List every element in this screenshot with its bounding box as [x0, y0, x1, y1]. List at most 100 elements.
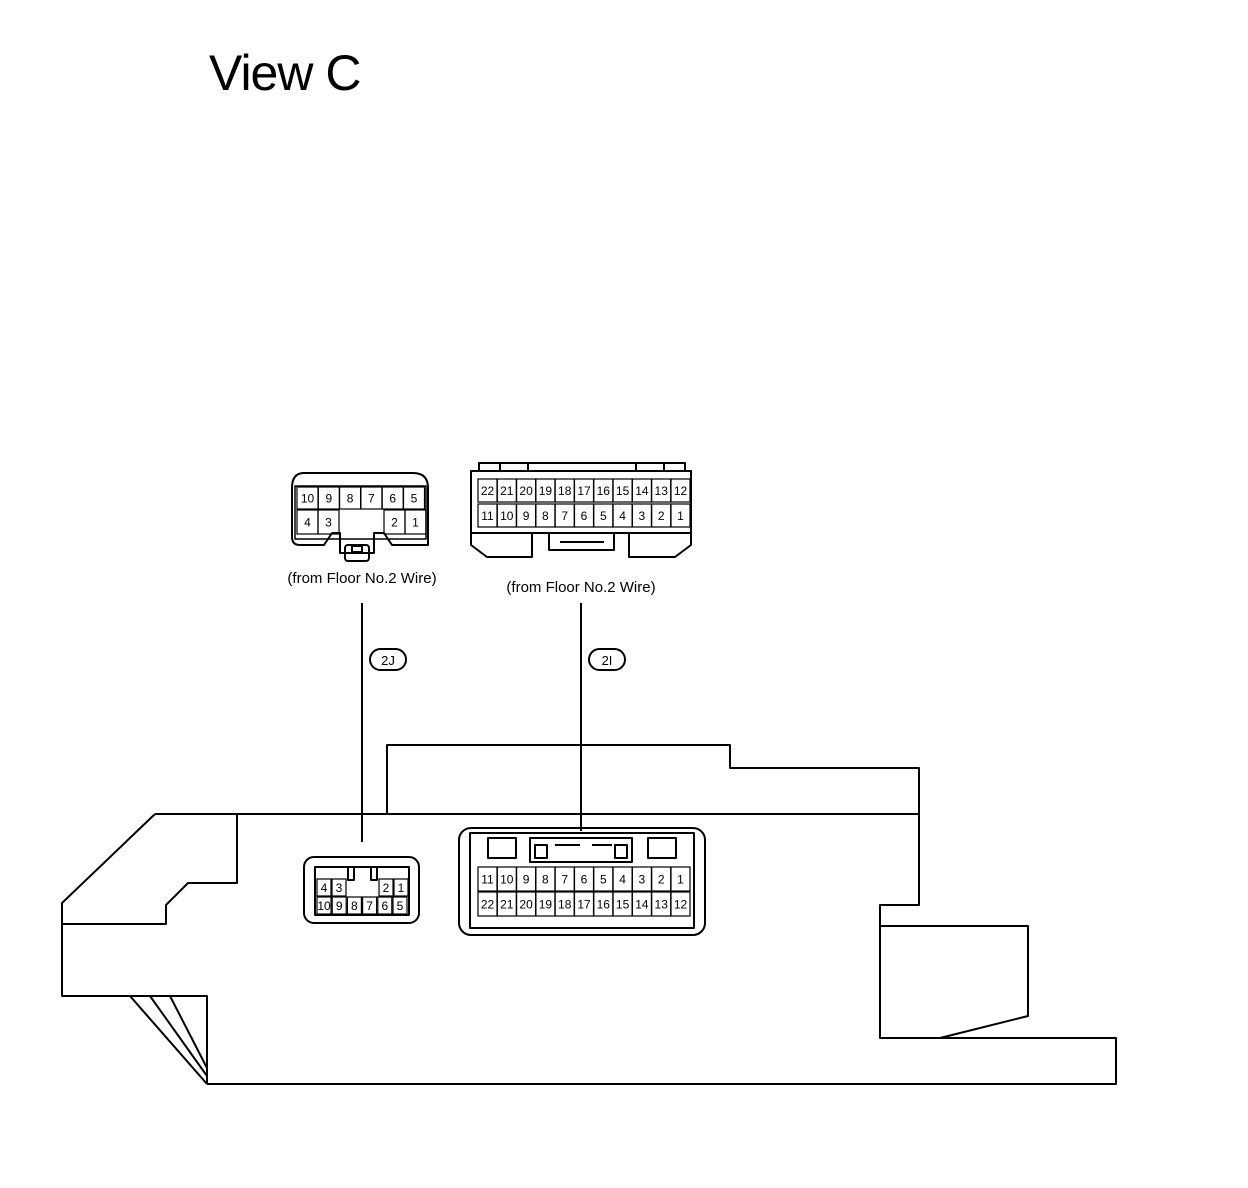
connector-2i-housing: [470, 462, 692, 558]
pin-number: 20: [519, 898, 533, 912]
pin-number: 21: [500, 898, 514, 912]
pin-number: 10: [500, 873, 514, 887]
pin-number: 7: [368, 492, 375, 506]
pin-number: 4: [321, 881, 328, 895]
pin-number: 16: [597, 484, 611, 498]
pin-number: 1: [677, 873, 684, 887]
pin-number: 4: [619, 873, 626, 887]
pin-number: 20: [519, 484, 533, 498]
pin-number: 19: [539, 898, 553, 912]
pin-number: 5: [600, 873, 607, 887]
pin-cell: [670, 866, 691, 892]
socket-2j-housing: [303, 856, 420, 924]
pin-number: 3: [639, 509, 646, 523]
connector-2i-top-pins: 22 21 20 19 18 17 16 15 14 13 12: [477, 478, 691, 503]
callout-2j-ellipse: [369, 648, 407, 671]
pin-cell: [402, 486, 426, 510]
pin-number: 6: [581, 873, 588, 887]
pin-number: 5: [600, 509, 607, 523]
pin-number: 1: [412, 516, 419, 530]
socket-2i-housing: [458, 827, 706, 936]
pin-number: 9: [523, 873, 530, 887]
pin-number: 1: [677, 509, 684, 523]
pin-number: 2: [658, 873, 665, 887]
pin-number: 12: [674, 484, 688, 498]
pin-number: 7: [366, 899, 373, 913]
callout-2i-label: 2I: [602, 653, 613, 668]
pin-number: 3: [639, 873, 646, 887]
pin-number: 14: [635, 484, 649, 498]
pin-number: 8: [347, 492, 354, 506]
pin-cell: [378, 878, 394, 897]
pin-cell: [670, 478, 691, 503]
pin-number: 14: [635, 898, 649, 912]
pin-number: 10: [301, 492, 315, 506]
pin-cell: [331, 896, 347, 915]
connector-2j-caption: (from Floor No.2 Wire): [287, 570, 436, 587]
pin-number: 15: [616, 898, 630, 912]
pin-number: 8: [542, 873, 549, 887]
pin-number: 2: [383, 881, 390, 895]
pin-cell: [392, 896, 408, 915]
pin-cell: [346, 896, 362, 915]
pin-number: 17: [577, 484, 591, 498]
pin-number: 2: [391, 516, 398, 530]
pin-number: 6: [389, 492, 396, 506]
pin-number: 11: [481, 873, 494, 887]
pin-number: 13: [655, 484, 669, 498]
connector-2i-caption: (from Floor No.2 Wire): [506, 579, 655, 596]
pin-cell: [670, 503, 691, 528]
pin-cell: [404, 509, 427, 535]
pin-number: 3: [336, 881, 343, 895]
connector-2j-housing: [291, 472, 429, 562]
junction-block-outline: [61, 744, 1117, 1085]
pin-number: 4: [304, 516, 311, 530]
pin-number: 9: [523, 509, 530, 523]
pin-cell: [362, 896, 378, 915]
pin-number: 22: [481, 484, 495, 498]
pin-number: 6: [581, 509, 588, 523]
pin-number: 1: [398, 881, 405, 895]
pin-cell: [393, 878, 409, 897]
callout-2i-ellipse: [588, 648, 626, 671]
pin-number: 16: [597, 898, 611, 912]
callout-2j-label: 2J: [381, 653, 395, 668]
pin-number: 11: [481, 509, 494, 523]
pin-number: 22: [481, 898, 495, 912]
pin-number: 21: [500, 484, 514, 498]
pin-cell: [670, 891, 691, 917]
pin-number: 3: [325, 516, 332, 530]
pin-number: 9: [325, 492, 332, 506]
pin-number: 15: [616, 484, 630, 498]
pin-number: 8: [351, 899, 358, 913]
view-title: View C: [209, 45, 361, 101]
pin-cell: [377, 896, 393, 915]
pin-number: 4: [619, 509, 626, 523]
pin-number: 6: [381, 899, 388, 913]
pin-number: 7: [561, 509, 568, 523]
pin-cell: [317, 509, 340, 535]
pin-number: 5: [411, 492, 418, 506]
pin-number: 8: [542, 509, 549, 523]
pin-number: 12: [674, 898, 688, 912]
pin-number: 7: [561, 873, 568, 887]
pin-number: 10: [317, 899, 331, 913]
pin-number: 9: [336, 899, 343, 913]
pin-number: 19: [539, 484, 553, 498]
pin-number: 17: [577, 898, 591, 912]
pin-number: 10: [500, 509, 514, 523]
pin-number: 5: [397, 899, 404, 913]
pin-number: 18: [558, 484, 572, 498]
pin-number: 2: [658, 509, 665, 523]
pin-cell: [331, 878, 347, 897]
pin-number: 18: [558, 898, 572, 912]
pin-cell: [316, 878, 332, 897]
